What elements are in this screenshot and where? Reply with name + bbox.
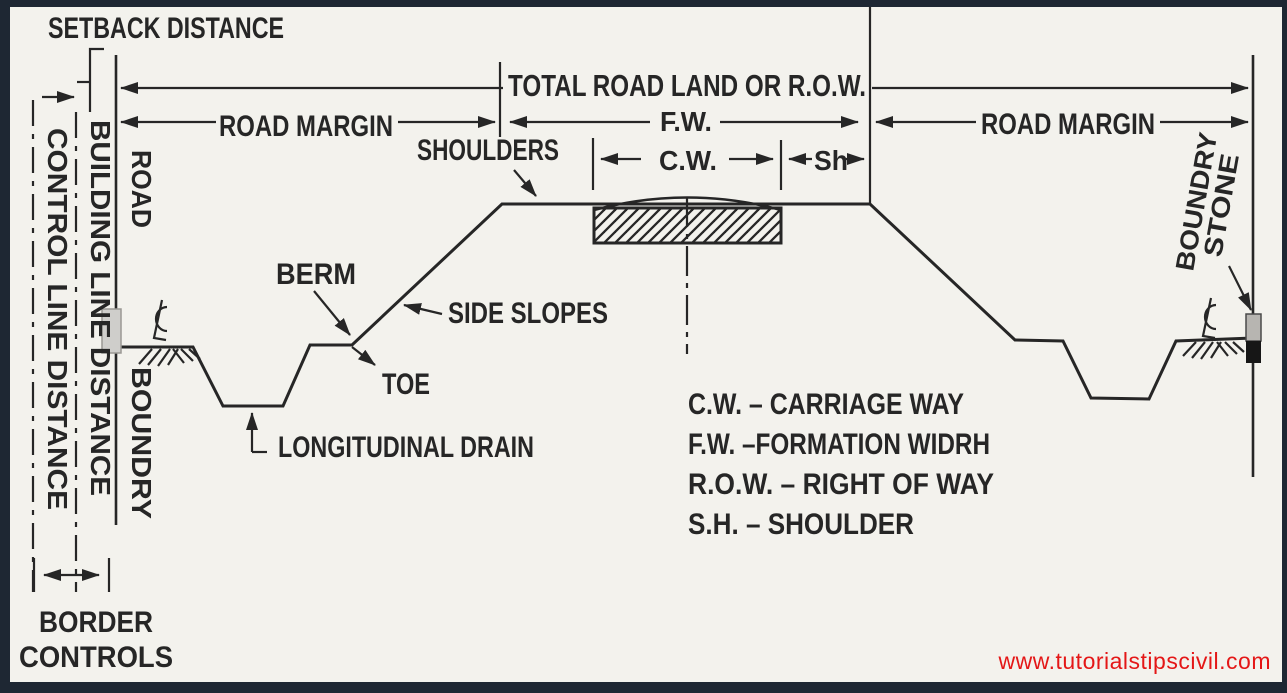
reference-lines <box>31 7 1255 592</box>
legend-row-fw: F.W. –FORMATION WIDRH <box>688 428 990 461</box>
boundary-stone-right-bottom <box>1246 341 1261 363</box>
centerline-symbol-right <box>1201 297 1217 340</box>
dim-label-road-margin-left: ROAD MARGIN <box>219 110 393 143</box>
label-berm: BERM <box>276 258 356 291</box>
dim-label-fw: F.W. <box>660 106 712 137</box>
label-boundry: BOUNDRY <box>126 367 157 519</box>
centerline-symbol-left <box>152 299 168 342</box>
legend-row-cw: C.W. – CARRIAGE WAY <box>688 388 964 421</box>
border-controls-ticks <box>32 558 111 592</box>
dim-label-cw: C.W. <box>659 145 717 176</box>
ground-symbols <box>101 297 1262 367</box>
ground-hatch-left <box>138 348 201 367</box>
dimension-lines <box>32 47 1249 592</box>
boundary-stone-left <box>101 308 122 354</box>
boundry-stone-leader <box>1228 265 1252 311</box>
watermark-url: www.tutorialstipscivil.com <box>998 648 1271 674</box>
label-building-line-distance: BUILDING LINE DISTANCE <box>85 120 116 496</box>
paper-background <box>10 7 1282 682</box>
toe-leader <box>351 346 376 366</box>
boundary-stone-right-top <box>1245 313 1262 342</box>
berm-leader <box>313 290 351 336</box>
label-border-controls-line2: CONTROLS <box>19 641 173 674</box>
legend: C.W. – CARRIAGE WAY F.W. –FORMATION WIDR… <box>688 388 994 541</box>
label-toe: TOE <box>382 368 430 401</box>
label-control-line-distance: CONTROL LINE DISTANCE <box>42 128 73 510</box>
ground-hatch-right <box>1182 341 1245 360</box>
label-shoulders: SHOULDERS <box>417 134 559 167</box>
legend-row-sh: S.H. – SHOULDER <box>688 508 914 541</box>
setback-bracket <box>88 47 104 112</box>
dim-label-total-road-land: TOTAL ROAD LAND OR R.O.W. <box>508 68 866 103</box>
ground-profile <box>116 196 1254 408</box>
label-setback-distance: SETBACK DISTANCE <box>48 12 284 45</box>
dim-label-sh: Sh <box>814 145 848 176</box>
legend-row-row: R.O.W. – RIGHT OF WAY <box>688 468 994 501</box>
label-side-slopes: SIDE SLOPES <box>448 297 608 330</box>
shoulders-leader <box>513 169 537 197</box>
label-road: ROAD <box>126 150 157 228</box>
leader-lines <box>246 169 1252 454</box>
label-longitudinal-drain: LONGITUDINAL DRAIN <box>278 431 534 464</box>
label-border-controls-line1: BORDER <box>39 606 153 639</box>
side-slopes-leader <box>403 303 443 316</box>
dim-label-road-margin-right: ROAD MARGIN <box>981 108 1155 141</box>
